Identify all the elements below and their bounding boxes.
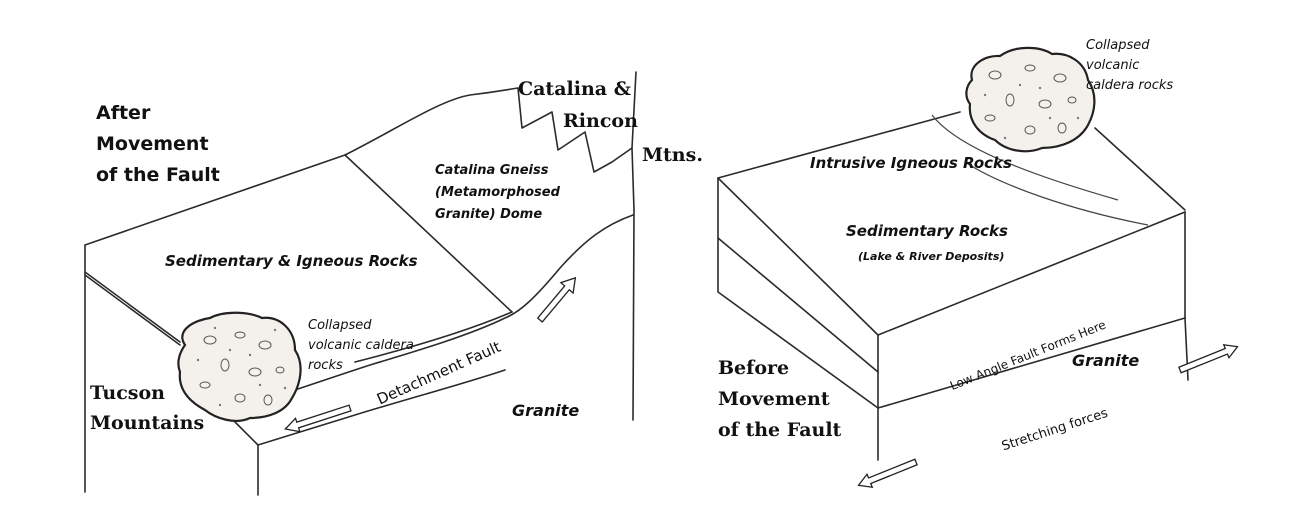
caldera-line: Collapsed — [308, 318, 372, 333]
caldera-label-after: Collapsed volcanic caldera rocks — [308, 316, 414, 376]
caldera-line: volcanic — [1086, 58, 1140, 73]
granite-label-after: Granite — [512, 401, 580, 420]
sed-slab-top-front-edge — [84, 271, 181, 343]
caldera-line: volcanic caldera — [308, 338, 414, 353]
after-title-line: After — [96, 102, 151, 124]
tucson-label: Tucson Mountains — [90, 378, 204, 438]
caldera-line: Collapsed — [1086, 38, 1150, 53]
before-title-line: Before — [718, 357, 790, 379]
arrow-up-detachment — [536, 276, 577, 323]
slab-mid-left — [717, 237, 879, 373]
mountains-label: Catalina & — [518, 74, 631, 104]
slab-bottom-front — [877, 317, 1186, 409]
mountains-label-2: Rincon — [563, 106, 638, 136]
after-title-line: of the Fault — [96, 164, 220, 186]
mountain-right-edge — [631, 71, 637, 149]
mountains-line: Mtns. — [642, 144, 703, 166]
intrusion-curve-2 — [931, 114, 1119, 201]
mountains-line: Catalina & — [518, 78, 631, 100]
after-block — [84, 71, 637, 496]
caldera-rock-before — [965, 46, 1096, 153]
caldera-line: caldera rocks — [1086, 78, 1174, 93]
gneiss-label: Catalina Gneiss (Metamorphosed Granite) … — [435, 160, 560, 226]
tucson-line: Tucson — [90, 382, 165, 404]
dome-front-curve — [257, 214, 634, 403]
mountain-jagged-edge — [517, 87, 635, 211]
slab-top-back-right — [1094, 127, 1186, 211]
slab-top-left — [717, 177, 879, 336]
sed-igneous-label: Sedimentary & Igneous Rocks — [165, 252, 418, 270]
sed-slab-top-back-edge — [84, 154, 346, 246]
deposits-label: (Lake & River Deposits) — [858, 250, 1005, 263]
tucson-line: Mountains — [90, 412, 205, 434]
granite-right-wall — [632, 209, 635, 421]
before-title-line: of the Fault — [718, 419, 842, 441]
caldera-line: rocks — [308, 358, 343, 373]
caldera-rock-after — [177, 311, 302, 422]
before-block — [717, 111, 1189, 461]
gneiss-line: Granite) Dome — [435, 207, 543, 222]
caldera-label-before: Collapsed volcanic caldera rocks — [1086, 36, 1173, 96]
sedimentary-label: Sedimentary Rocks — [846, 222, 1008, 240]
gneiss-line: (Metamorphosed — [435, 185, 560, 200]
arrow-left-detachment — [284, 404, 352, 433]
slab-left-wall — [717, 177, 879, 409]
before-title-line: Movement — [718, 388, 830, 410]
dome-outline — [344, 87, 519, 156]
sed-slab-bottom-front — [354, 311, 513, 363]
arrow-stretch-left — [857, 458, 918, 489]
gneiss-line: Catalina Gneiss — [435, 163, 549, 178]
intrusive-label: Intrusive Igneous Rocks — [810, 154, 1012, 172]
before-title: Before Movement of the Fault — [718, 353, 841, 446]
after-title-line: Movement — [96, 133, 209, 155]
slab-top-front — [877, 211, 1186, 336]
intrusion-curve-1 — [964, 161, 1149, 226]
after-title: After Movement of the Fault — [96, 98, 220, 191]
mountains-line: Rincon — [563, 110, 638, 132]
sed-slab-diagonal — [344, 154, 513, 313]
mountains-label-3: Mtns. — [642, 140, 703, 170]
slab-top-back — [717, 111, 961, 179]
granite-label-before: Granite — [1072, 351, 1140, 370]
arrow-stretch-right — [1178, 343, 1239, 374]
lower-block-front — [224, 369, 506, 446]
